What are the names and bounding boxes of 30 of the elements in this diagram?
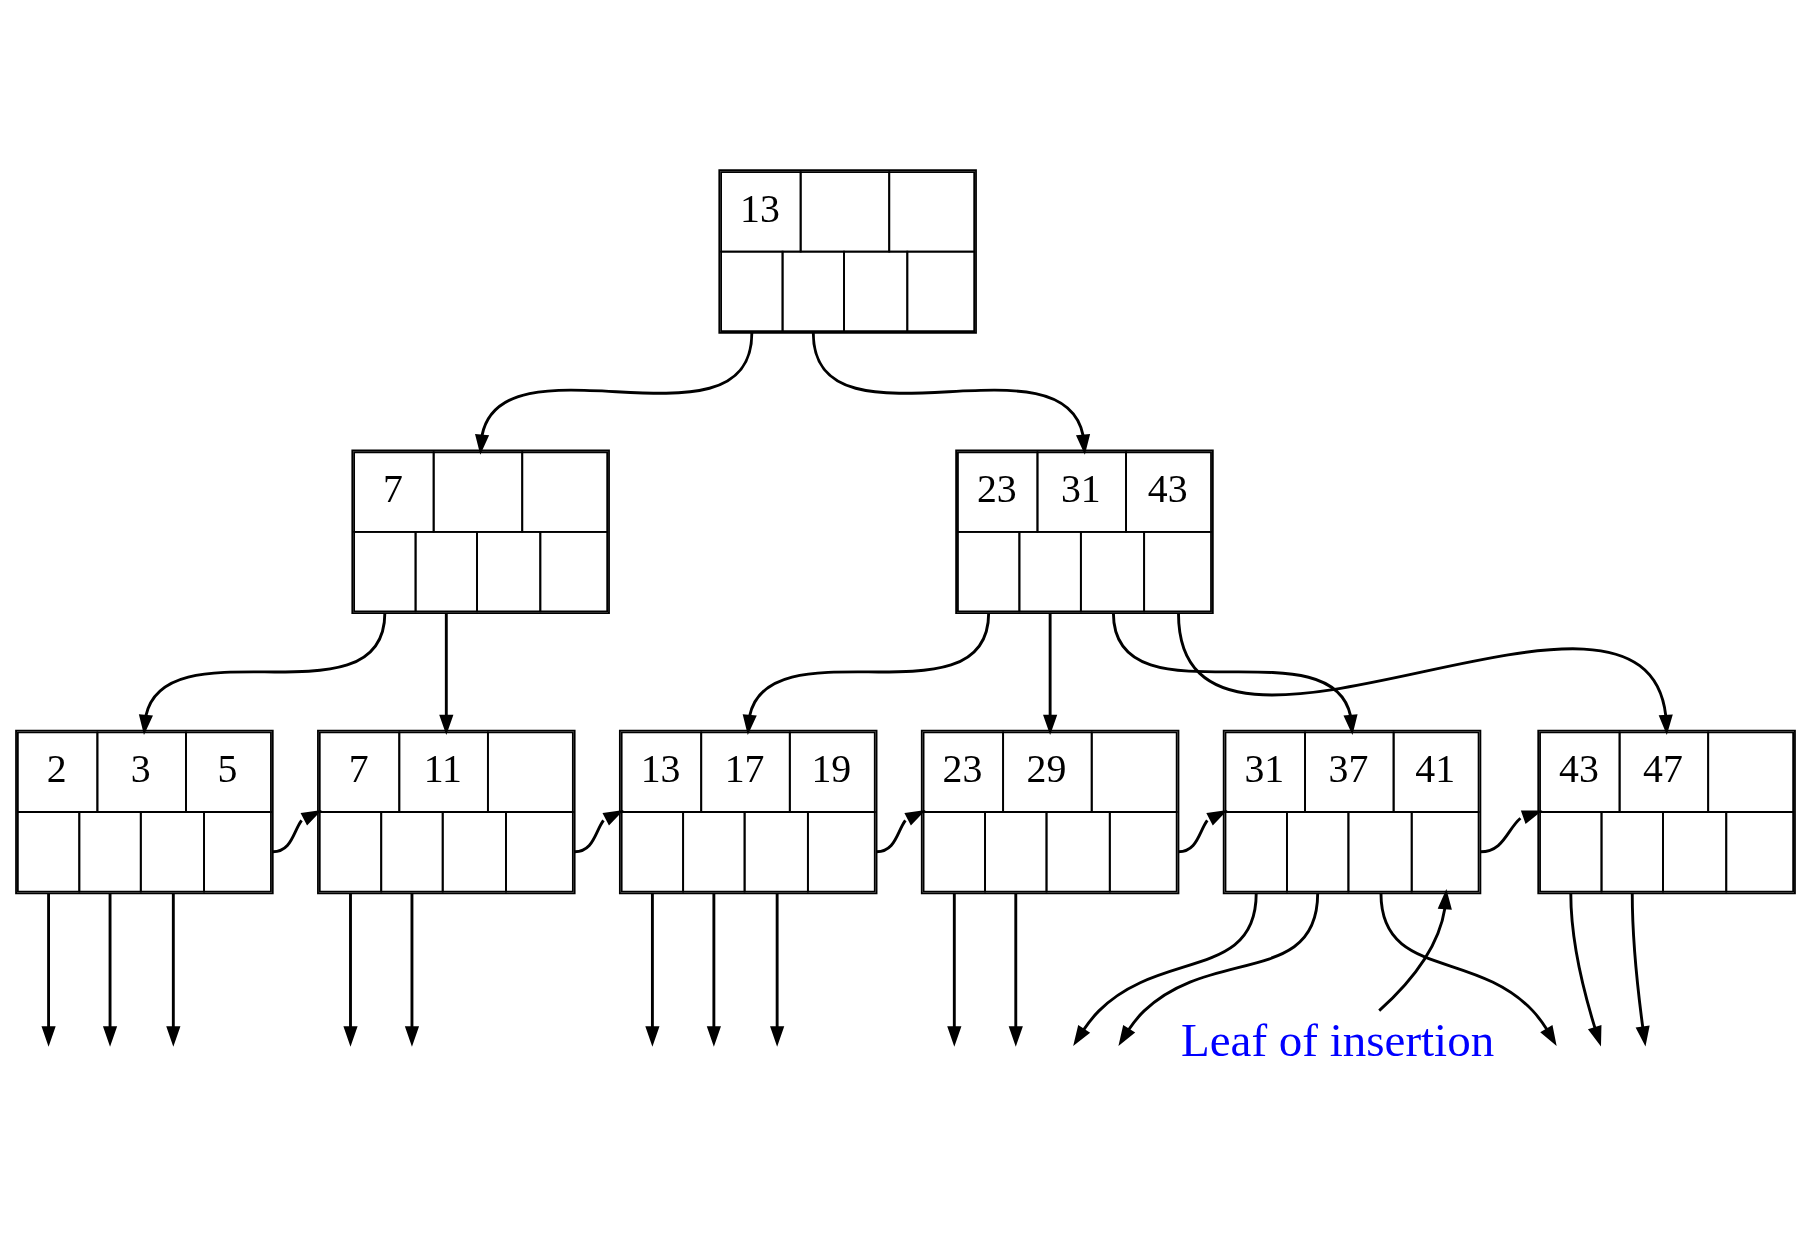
arrow bbox=[574, 810, 624, 854]
arrow bbox=[770, 893, 785, 1047]
arrow bbox=[41, 893, 56, 1047]
arrow bbox=[1569, 893, 1602, 1047]
arrow bbox=[138, 612, 387, 735]
arrow bbox=[475, 332, 754, 455]
arrow bbox=[706, 893, 721, 1047]
arrow bbox=[742, 612, 991, 735]
arrow bbox=[1379, 893, 1557, 1047]
arrow bbox=[876, 810, 926, 854]
arrow bbox=[272, 810, 322, 854]
arrow bbox=[811, 332, 1091, 455]
arrow bbox=[1008, 893, 1023, 1047]
arrow bbox=[1378, 889, 1452, 1012]
arrow bbox=[1073, 893, 1258, 1046]
arrow bbox=[166, 893, 181, 1047]
node-text: Leaf of insertion bbox=[1180, 1013, 1495, 1066]
arrow bbox=[645, 893, 660, 1047]
arrow bbox=[343, 893, 358, 1047]
arrow bbox=[1480, 810, 1543, 854]
arrow bbox=[102, 893, 118, 1047]
arrow bbox=[439, 613, 454, 736]
arrow bbox=[1118, 893, 1320, 1046]
arrow bbox=[1043, 613, 1058, 736]
arrow bbox=[1177, 612, 1673, 736]
arrow bbox=[1630, 893, 1650, 1047]
arrow bbox=[404, 893, 420, 1047]
arrow bbox=[947, 893, 962, 1047]
arrow bbox=[1178, 810, 1228, 854]
arrow bbox=[1111, 612, 1358, 735]
